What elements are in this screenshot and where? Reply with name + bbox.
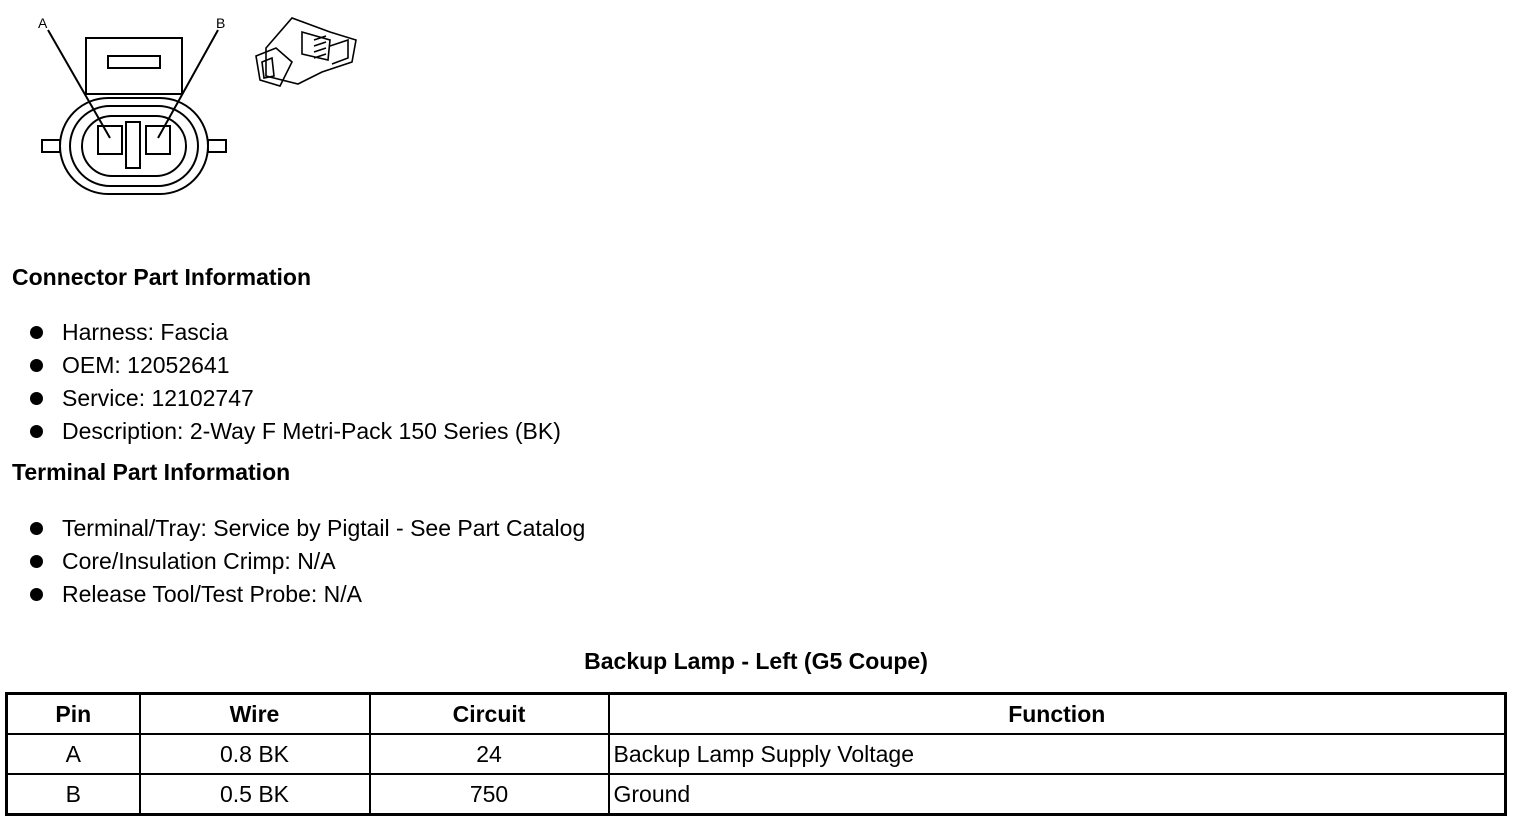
service-text: Service: 12102747 bbox=[62, 385, 254, 411]
connector-housing-inner bbox=[81, 115, 187, 177]
bullet-icon bbox=[30, 588, 43, 601]
cell-circuit: 24 bbox=[368, 733, 610, 775]
latch-slot bbox=[107, 55, 161, 69]
connector-housing-mid bbox=[69, 105, 199, 187]
list-item: Core/Insulation Crimp: N/A bbox=[28, 545, 585, 578]
header-circuit: Circuit bbox=[368, 692, 610, 735]
left-ear bbox=[41, 139, 61, 153]
terminal-part-information-list: Terminal/Tray: Service by Pigtail - See … bbox=[28, 512, 585, 611]
pin-label-b: B bbox=[216, 15, 225, 31]
header-wire: Wire bbox=[138, 692, 371, 735]
connector-diagram: A B bbox=[30, 10, 370, 210]
pin-label-a: A bbox=[38, 15, 48, 31]
bullet-icon bbox=[30, 359, 43, 372]
release-tool-text: Release Tool/Test Probe: N/A bbox=[62, 581, 363, 607]
cell-function: Backup Lamp Supply Voltage bbox=[607, 733, 1507, 775]
header-pin: Pin bbox=[5, 692, 141, 735]
oem-text: OEM: 12052641 bbox=[62, 352, 230, 378]
cell-circuit: 750 bbox=[368, 773, 610, 816]
list-item: Terminal/Tray: Service by Pigtail - See … bbox=[28, 512, 585, 545]
terminal-part-information-heading: Terminal Part Information bbox=[12, 459, 291, 485]
table-row: A 0.8 BK 24 Backup Lamp Supply Voltage bbox=[5, 733, 1507, 775]
list-item: Release Tool/Test Probe: N/A bbox=[28, 578, 585, 611]
list-item: Harness: Fascia bbox=[28, 316, 561, 349]
bullet-icon bbox=[30, 425, 43, 438]
pin-table-title: Backup Lamp - Left (G5 Coupe) bbox=[584, 648, 928, 674]
connector-face-drawing: A B bbox=[38, 15, 357, 195]
list-item: Service: 12102747 bbox=[28, 382, 561, 415]
header-function: Function bbox=[607, 692, 1507, 735]
terminal-tray-text: Terminal/Tray: Service by Pigtail - See … bbox=[62, 515, 586, 541]
list-item: Description: 2-Way F Metri-Pack 150 Seri… bbox=[28, 415, 561, 448]
leader-line-a bbox=[47, 29, 111, 139]
table-row: B 0.5 BK 750 Ground bbox=[5, 773, 1507, 816]
leader-line-b bbox=[157, 29, 219, 139]
center-key bbox=[125, 121, 141, 169]
connector-part-information-list: Harness: Fascia OEM: 12052641 Service: 1… bbox=[28, 316, 561, 448]
list-item: OEM: 12052641 bbox=[28, 349, 561, 382]
connector-part-information-heading: Connector Part Information bbox=[12, 264, 312, 290]
right-ear bbox=[207, 139, 227, 153]
bullet-icon bbox=[30, 555, 43, 568]
cell-pin: B bbox=[5, 773, 141, 816]
connector-isometric-view bbox=[255, 17, 357, 87]
harness-text: Harness: Fascia bbox=[62, 319, 229, 345]
table-header-row: Pin Wire Circuit Function bbox=[5, 692, 1507, 735]
cell-wire: 0.5 BK bbox=[138, 773, 371, 816]
connector-housing-outer bbox=[59, 97, 209, 195]
core-insulation-crimp-text: Core/Insulation Crimp: N/A bbox=[62, 548, 336, 574]
cavity-a bbox=[97, 125, 123, 155]
cavity-b bbox=[145, 125, 171, 155]
description-text: Description: 2-Way F Metri-Pack 150 Seri… bbox=[62, 418, 561, 444]
bullet-icon bbox=[30, 392, 43, 405]
cell-pin: A bbox=[5, 733, 141, 775]
connector-latch bbox=[85, 37, 183, 95]
bullet-icon bbox=[30, 326, 43, 339]
bullet-icon bbox=[30, 522, 43, 535]
cell-wire: 0.8 BK bbox=[138, 733, 371, 775]
pin-table: Pin Wire Circuit Function A 0.8 BK 24 Ba… bbox=[5, 692, 1507, 816]
cell-function: Ground bbox=[607, 773, 1507, 816]
